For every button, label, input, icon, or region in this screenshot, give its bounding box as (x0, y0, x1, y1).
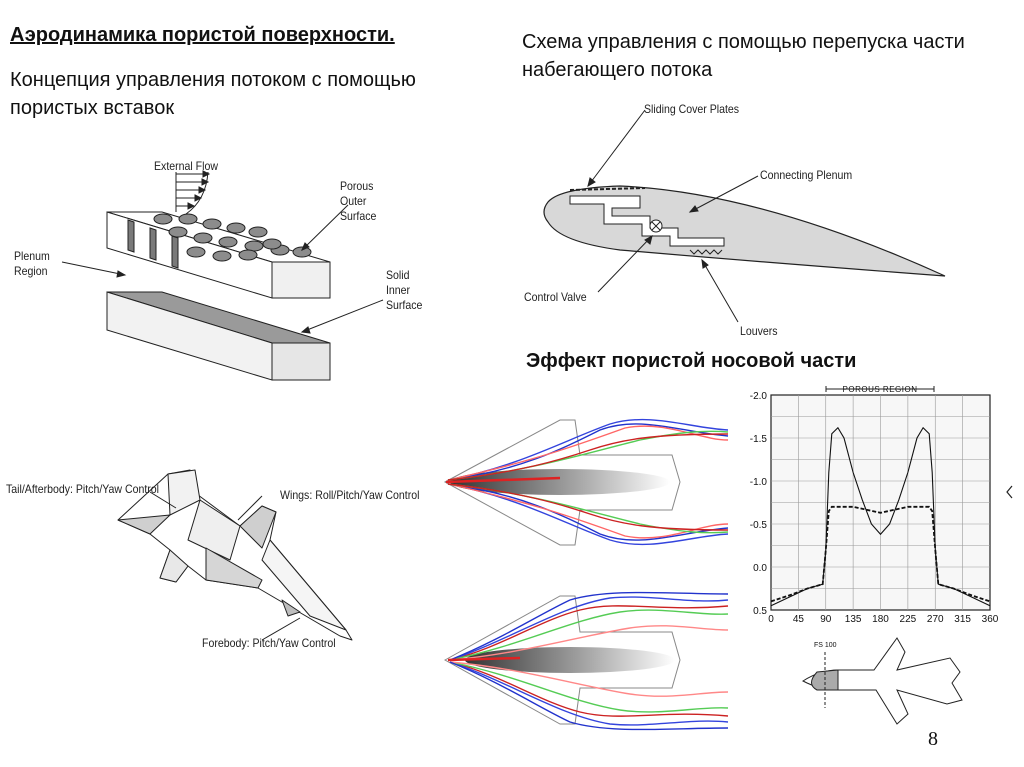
flow-field-bottom (443, 591, 729, 731)
flow-field-top (443, 418, 729, 546)
solid-inner-label-2: Inner (386, 283, 411, 297)
concept-text: Концепция управления потоком с помощью п… (10, 69, 416, 119)
connecting-plenum-channel (569, 195, 725, 247)
tail-afterbody-label: Tail/Afterbody: Pitch/Yaw Control (6, 482, 159, 496)
x-tick-label: 270 (927, 614, 944, 625)
y-tick-label: 0.5 (753, 606, 767, 617)
y-tick-label: -2.0 (750, 391, 768, 402)
y-tick-label: -1.0 (750, 477, 768, 488)
plenum-label-1: Plenum (14, 249, 50, 263)
plenum-label-2: Region (14, 264, 48, 278)
wings-label: Wings: Roll/Pitch/Yaw Control (280, 488, 420, 502)
x-tick-label: 180 (872, 614, 889, 625)
scheme-text: Схема управления с помощью перепуска час… (522, 31, 965, 81)
control-valve-label: Control Valve (524, 290, 587, 304)
effect-title: Эффект пористой носовой части (526, 350, 857, 372)
cross-section-shape (802, 637, 963, 725)
fs-label: FS 100 (814, 642, 837, 649)
x-tick-label: 360 (982, 614, 999, 625)
external-flow-label: External Flow (154, 159, 218, 173)
x-tick-label: 315 (954, 614, 971, 625)
solid-inner-block (106, 291, 331, 381)
porous-outer-label-1: Porous (340, 179, 374, 193)
y-tick-label: -0.5 (750, 520, 768, 531)
series-line-2 (770, 505, 991, 603)
chart-y-ticks: -2.0 -1.5 -1.0 -0.5 0.0 0.5 (750, 391, 768, 617)
airfoil-profile (543, 185, 946, 277)
external-flow-arrows (175, 170, 211, 215)
chart-series (770, 426, 991, 607)
x-tick-label: 0 (768, 614, 774, 625)
chart-plot-area (770, 394, 991, 611)
series-line-1 (770, 426, 991, 607)
sliding-cover-label: Sliding Cover Plates (644, 102, 740, 116)
solid-inner-label-1: Solid (386, 268, 410, 282)
slide-title: Аэродинамика пористой поверхности. (10, 24, 395, 46)
x-tick-label: 225 (900, 614, 917, 625)
y-tick-label: -1.5 (750, 434, 768, 445)
chart-x-ticks: 0 45 90 135 180 225 270 315 360 (768, 614, 999, 625)
chart-grid (771, 395, 990, 610)
solid-inner-label-3: Surface (386, 298, 423, 312)
control-valve-icon (649, 219, 663, 233)
louvers-label: Louvers (740, 324, 778, 338)
x-tick-label: 45 (793, 614, 805, 625)
porous-region-bracket (825, 386, 935, 392)
forebody-label: Forebody: Pitch/Yaw Control (202, 636, 336, 650)
x-tick-label: 90 (820, 614, 832, 625)
y-tick-label: 0.0 (753, 563, 767, 574)
porous-outer-label-3: Surface (340, 209, 377, 223)
x-tick-label: 135 (845, 614, 862, 625)
page-number: 8 (928, 728, 938, 750)
porous-outer-label-2: Outer (340, 194, 367, 208)
connecting-plenum-label: Connecting Plenum (760, 168, 853, 182)
porous-outer-block (106, 211, 331, 299)
porous-region-label: POROUS REGION (843, 385, 918, 394)
